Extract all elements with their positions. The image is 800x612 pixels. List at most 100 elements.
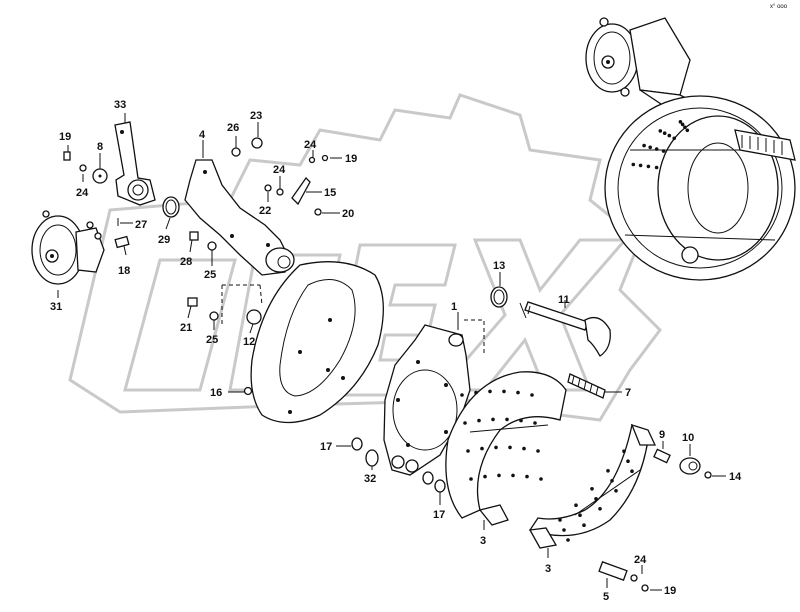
rivet-hole bbox=[685, 128, 690, 133]
rivet-hole bbox=[488, 389, 492, 394]
rivet-hole bbox=[474, 390, 478, 395]
label-part-28: 28 bbox=[180, 256, 192, 268]
seal-rings bbox=[351, 437, 446, 493]
label-part-25a: 25 bbox=[204, 269, 216, 281]
shoe-pins bbox=[598, 448, 712, 592]
brake-chamber bbox=[31, 210, 105, 285]
rivet-hole bbox=[614, 489, 618, 493]
brake-shoe-right bbox=[528, 423, 657, 549]
rivet-hole bbox=[582, 523, 586, 527]
rivet-hole bbox=[594, 497, 598, 501]
rivet-hole bbox=[558, 518, 562, 522]
rivet-hole bbox=[460, 393, 464, 397]
label-part-33: 33 bbox=[114, 99, 126, 111]
rivet-hole bbox=[631, 162, 636, 167]
small-fasteners-left bbox=[63, 151, 108, 184]
rivet-hole bbox=[654, 147, 659, 151]
label-part-14: 14 bbox=[729, 471, 742, 483]
bolts-and-washers bbox=[187, 231, 263, 325]
rivet-hole bbox=[539, 477, 543, 481]
rivet-hole bbox=[505, 417, 509, 422]
rivet-hole bbox=[672, 136, 676, 141]
label-part-22: 22 bbox=[259, 205, 271, 217]
dust-shield bbox=[243, 261, 384, 424]
label-part-29: 29 bbox=[158, 234, 170, 246]
label-part-19b: 19 bbox=[345, 153, 357, 165]
rivet-hole bbox=[680, 122, 685, 127]
rivet-hole bbox=[497, 473, 501, 478]
rivet-hole bbox=[642, 143, 646, 148]
rivet-hole bbox=[525, 474, 529, 479]
rivet-hole bbox=[463, 421, 467, 425]
label-part-21: 21 bbox=[180, 322, 192, 334]
rivet-hole bbox=[530, 393, 534, 397]
rivet-hole bbox=[606, 469, 610, 473]
rivet-hole bbox=[536, 449, 540, 453]
label-part-27: 27 bbox=[135, 219, 147, 231]
brake-drum-assembled bbox=[604, 95, 796, 281]
rivet-hole bbox=[578, 513, 582, 517]
label-part-24d: 24 bbox=[634, 554, 647, 566]
rivet-hole bbox=[494, 445, 498, 450]
rivet-hole bbox=[661, 149, 666, 153]
rivet-hole bbox=[480, 446, 484, 451]
label-part-23: 23 bbox=[250, 110, 262, 122]
rivet-hole bbox=[522, 446, 526, 451]
label-part-10: 10 bbox=[682, 432, 694, 444]
label-part-17b: 17 bbox=[433, 509, 445, 521]
label-part-15: 15 bbox=[324, 187, 336, 199]
rivet-hole bbox=[598, 507, 602, 511]
rivet-hole bbox=[562, 528, 566, 532]
rivet-hole bbox=[648, 145, 652, 150]
rivet-hole bbox=[519, 418, 523, 423]
label-part-18: 18 bbox=[118, 265, 130, 277]
label-part-13: 13 bbox=[493, 260, 505, 272]
rivet-hole bbox=[590, 487, 594, 491]
o-ring bbox=[162, 196, 180, 218]
label-part-25b: 25 bbox=[206, 334, 218, 346]
label-part-4: 4 bbox=[199, 129, 206, 141]
rivet-hole bbox=[667, 133, 672, 138]
slack-adjuster bbox=[114, 121, 156, 206]
rivet-hole bbox=[626, 459, 630, 464]
small-fasteners-middle bbox=[231, 137, 329, 216]
rivet-hole bbox=[511, 473, 515, 478]
label-part-19c: 19 bbox=[664, 585, 676, 597]
label-part-24b: 24 bbox=[304, 139, 317, 151]
label-part-24c: 24 bbox=[273, 164, 286, 176]
label-part-1: 1 bbox=[451, 301, 457, 313]
rivet-hole bbox=[678, 120, 683, 124]
label-part-7: 7 bbox=[625, 387, 631, 399]
label-part-17a: 17 bbox=[320, 441, 332, 453]
rivet-hole bbox=[638, 163, 643, 168]
rivet-hole bbox=[610, 479, 614, 483]
label-part-24a: 24 bbox=[76, 187, 89, 199]
rivet-hole bbox=[646, 164, 651, 169]
camshaft-assembly bbox=[490, 286, 611, 399]
rivet-hole bbox=[483, 474, 487, 479]
rivet-hole bbox=[502, 389, 506, 394]
corner-mark: x° ooo bbox=[770, 4, 788, 10]
rivet-hole bbox=[491, 417, 495, 422]
rivet-hole bbox=[508, 445, 512, 450]
rivet-hole bbox=[662, 131, 667, 135]
rivet-hole bbox=[469, 477, 473, 481]
brake-chamber-assembled bbox=[585, 17, 692, 111]
rivet-hole bbox=[658, 129, 663, 133]
label-part-26: 26 bbox=[227, 122, 239, 134]
rivet-hole bbox=[533, 421, 537, 425]
rivet-hole bbox=[683, 125, 687, 130]
label-part-9: 9 bbox=[659, 429, 665, 441]
label-part-8: 8 bbox=[97, 141, 103, 153]
rivet-hole bbox=[630, 469, 634, 474]
rivet-hole bbox=[622, 449, 626, 454]
rivet-hole bbox=[566, 538, 570, 542]
label-part-12: 12 bbox=[243, 336, 255, 348]
label-part-19a: 19 bbox=[59, 131, 71, 143]
pins-left bbox=[114, 218, 130, 249]
label-part-32: 32 bbox=[364, 473, 376, 485]
label-part-11: 11 bbox=[558, 294, 570, 306]
label-part-5: 5 bbox=[603, 591, 609, 603]
leader-lines bbox=[57, 113, 726, 591]
